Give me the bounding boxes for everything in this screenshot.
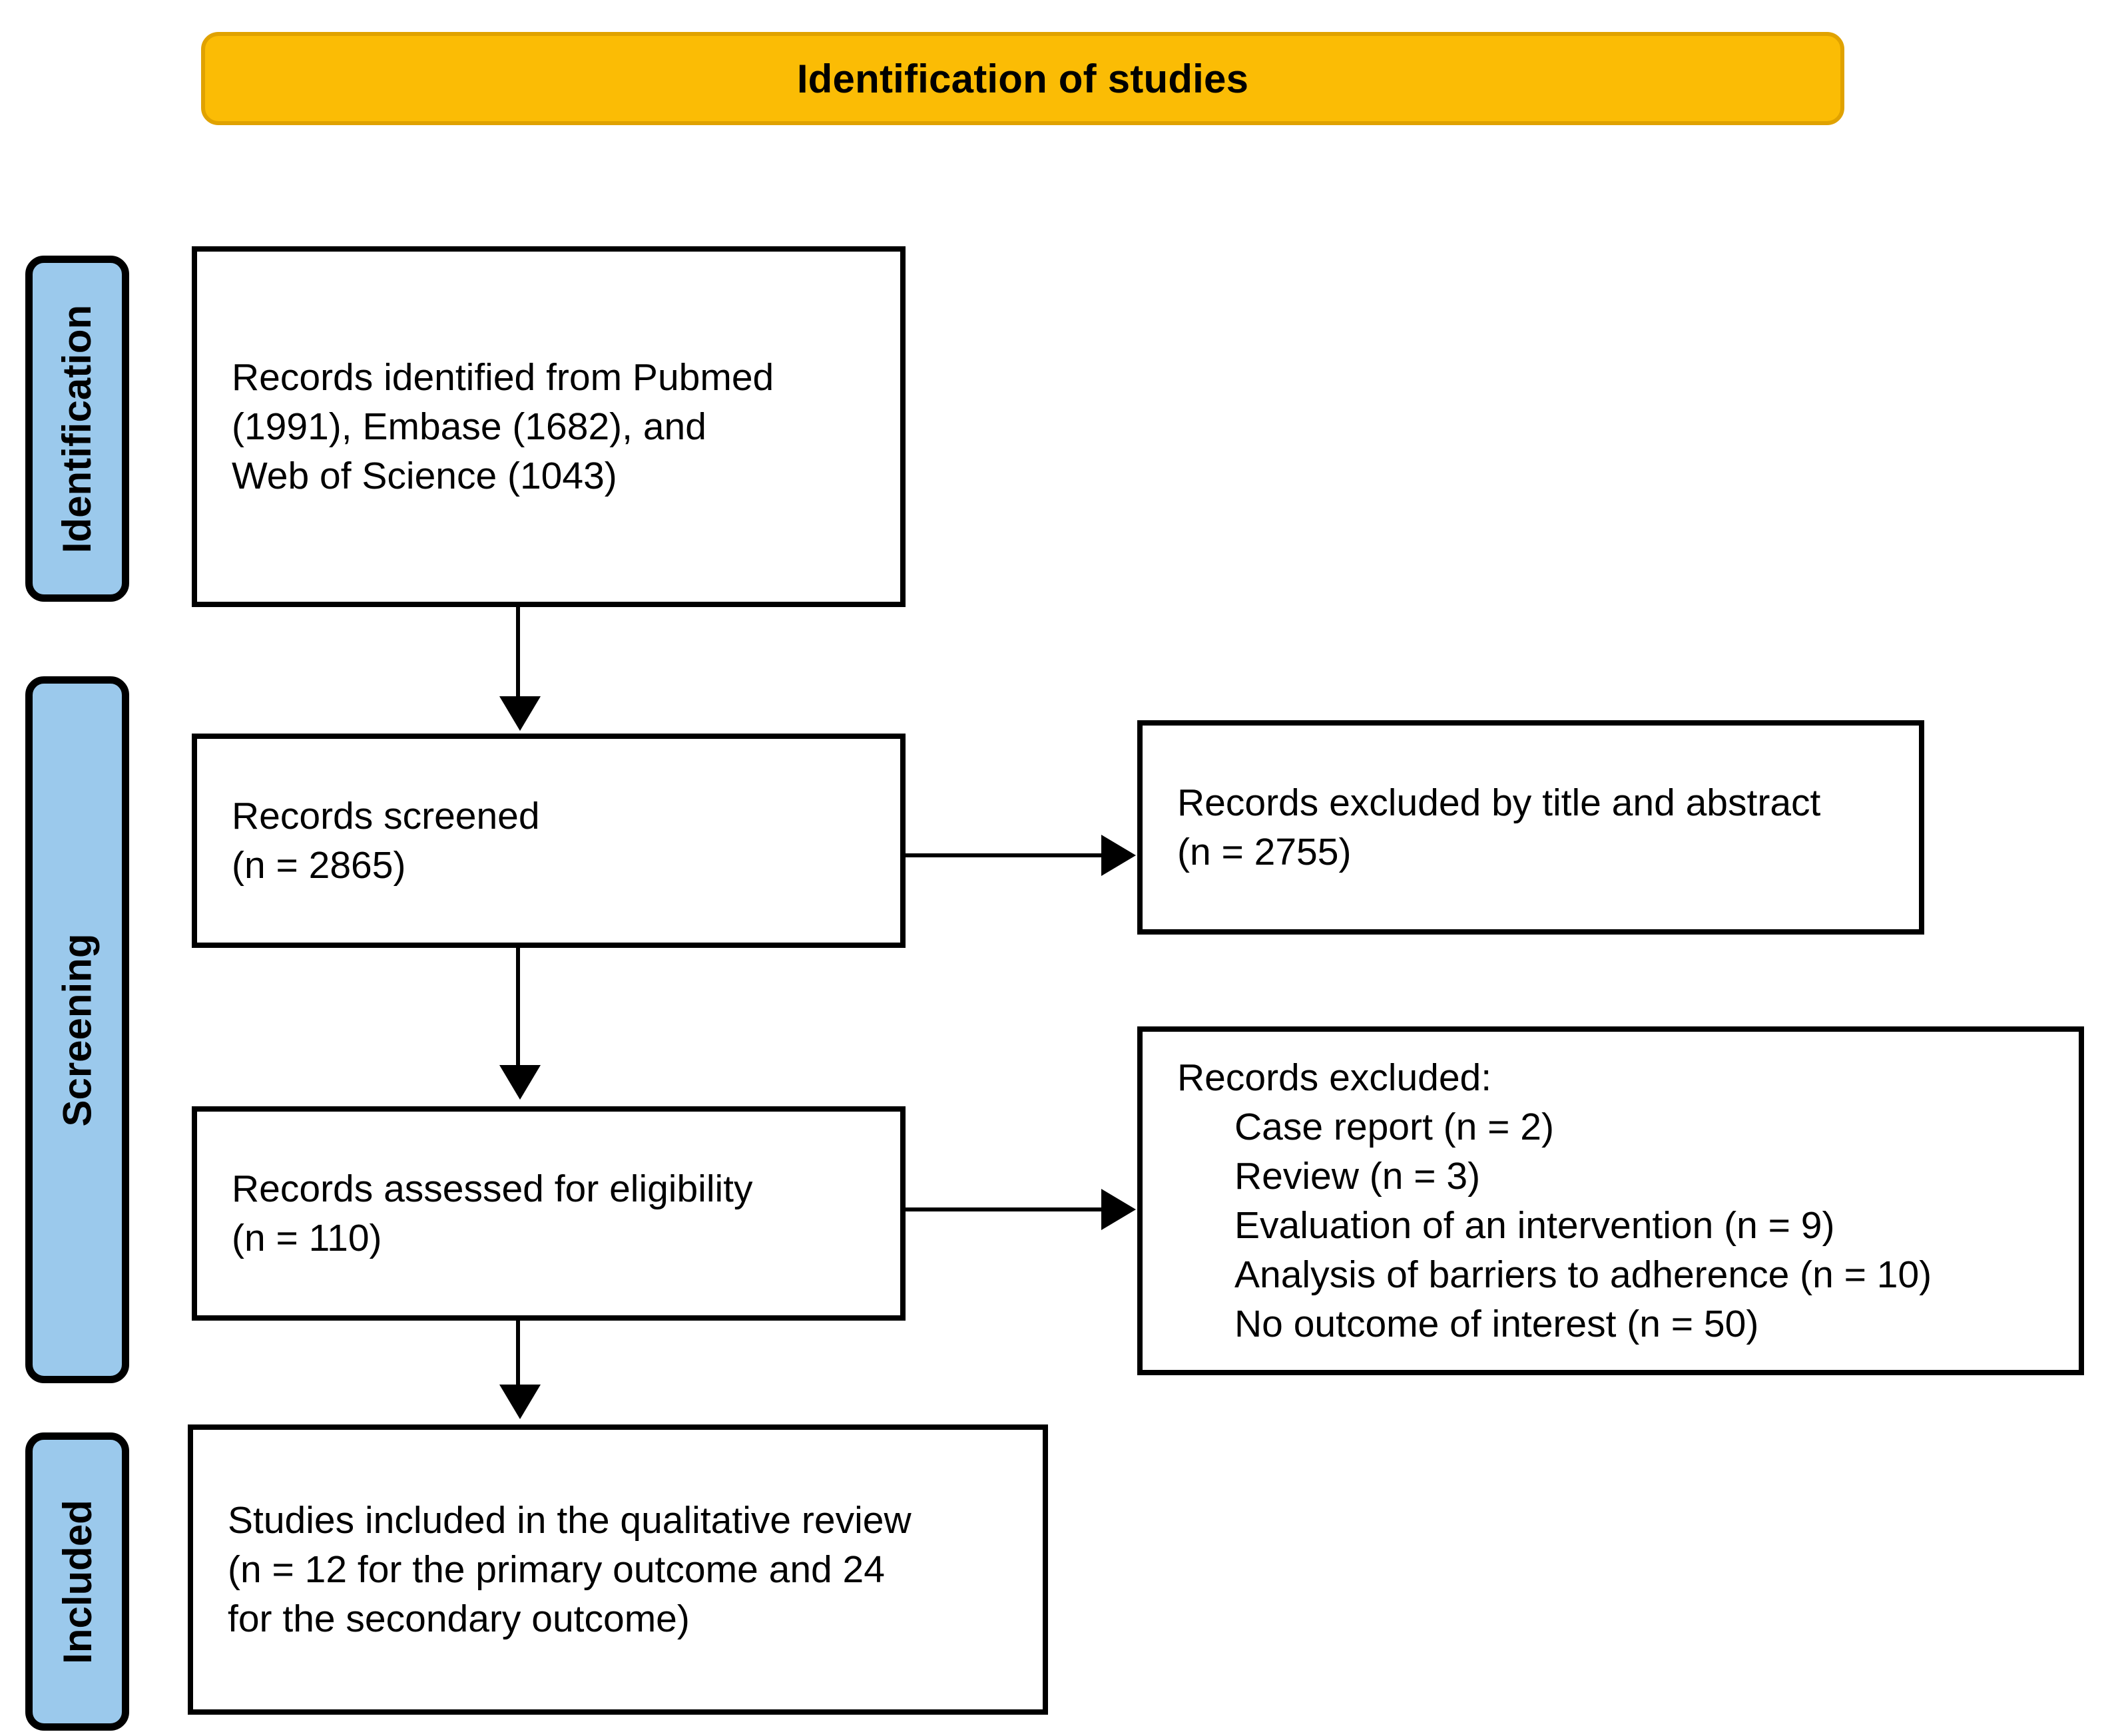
stage-pill-identification: Identification xyxy=(25,256,129,602)
stage-pill-screening: Screening xyxy=(25,676,129,1383)
box-records-excluded-title-abstract: Records excluded by title and abstract (… xyxy=(1137,720,1924,935)
box-records-assessed-eligibility: Records assessed for eligibility (n = 11… xyxy=(192,1106,906,1321)
box-records-excluded-reasons: Records excluded: Case report (n = 2) Re… xyxy=(1137,1026,2084,1375)
records-excluded-reason-item: No outcome of interest (n = 50) xyxy=(1234,1303,1759,1346)
stage-pill-identification-label: Identification xyxy=(55,304,100,553)
connector-screened-to-excluded-line xyxy=(906,853,1105,857)
connector-eligibility-to-included-line xyxy=(516,1321,520,1387)
records-excluded-reason-list: Records excluded: Case report (n = 2) Re… xyxy=(1143,1053,1946,1349)
records-excluded-reason-item: Case report (n = 2) xyxy=(1234,1105,1554,1148)
records-excluded-reason-item: Review (n = 3) xyxy=(1234,1154,1481,1197)
stage-pill-included: Included xyxy=(25,1432,129,1731)
records-excluded-reason-item: Evaluation of an intervention (n = 9) xyxy=(1234,1204,1835,1247)
box-records-screened: Records screened (n = 2865) xyxy=(192,734,906,948)
stage-pill-screening-label: Screening xyxy=(55,933,100,1127)
diagram-header-banner: Identification of studies xyxy=(201,32,1844,125)
box-studies-included-text: Studies included in the qualitative revi… xyxy=(228,1498,912,1641)
connector-eligibility-to-included-arrowhead-icon xyxy=(499,1385,541,1419)
box-records-identified-text: Records identified from Pubmed (1991), E… xyxy=(232,355,774,498)
connector-screened-to-excluded-arrowhead-icon xyxy=(1101,835,1136,876)
box-records-identified: Records identified from Pubmed (1991), E… xyxy=(192,246,906,607)
box-studies-included: Studies included in the qualitative revi… xyxy=(188,1424,1048,1715)
stage-pill-included-label: Included xyxy=(55,1499,100,1664)
connector-eligibility-to-excluded-line xyxy=(906,1207,1105,1211)
diagram-title: Identification of studies xyxy=(796,56,1249,101)
box-records-excluded-title-abstract-text: Records excluded by title and abstract (… xyxy=(1177,781,1821,873)
connector-identified-to-screened-line xyxy=(516,607,520,699)
box-records-screened-text: Records screened (n = 2865) xyxy=(232,794,540,887)
records-excluded-lead: Records excluded: xyxy=(1177,1056,1492,1099)
records-excluded-reason-item: Analysis of barriers to adherence (n = 1… xyxy=(1234,1253,1932,1297)
box-records-assessed-eligibility-text: Records assessed for eligibility (n = 11… xyxy=(232,1167,753,1259)
connector-screened-to-eligibility-arrowhead-icon xyxy=(499,1065,541,1100)
connector-eligibility-to-excluded-arrowhead-icon xyxy=(1101,1189,1136,1230)
connector-identified-to-screened-arrowhead-icon xyxy=(499,696,541,731)
connector-screened-to-eligibility-line xyxy=(516,948,520,1068)
